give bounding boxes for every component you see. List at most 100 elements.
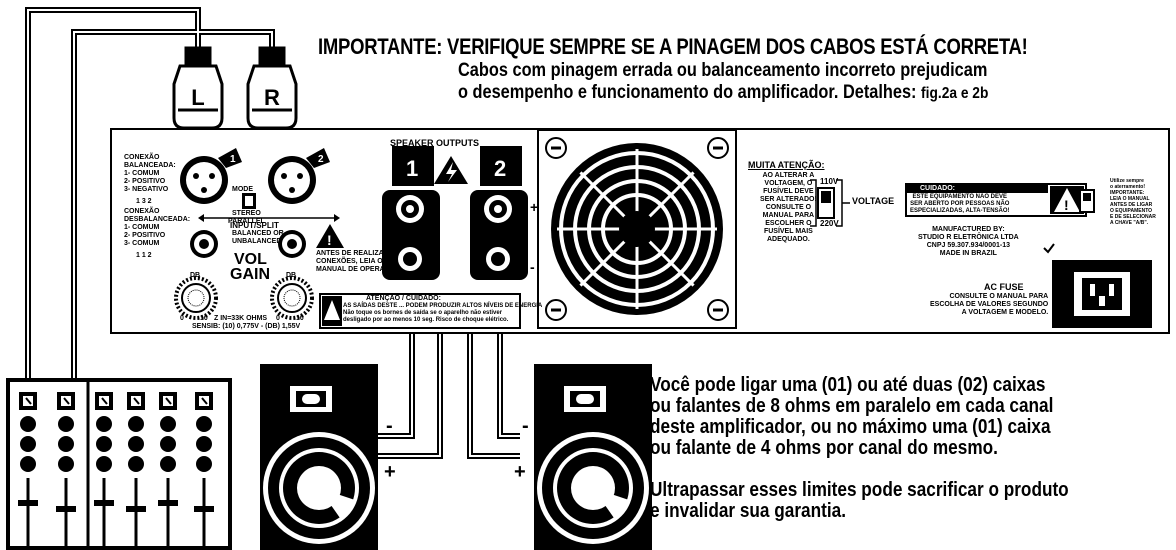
input-1-number: 1 (230, 154, 236, 165)
unbalanced-line: DESBALANCEADA: (124, 216, 191, 223)
voltage-110: 110V (820, 177, 839, 186)
speaker-left-plus: + (384, 461, 396, 483)
mode-label: MODE (232, 186, 253, 193)
unbalanced-line: 3- COMUM (124, 240, 160, 247)
body-line: deste amplificador, ou no máximo uma (01… (650, 416, 1051, 438)
unbalanced-line: CONEXÃO (124, 208, 160, 215)
input-split-label: INPUT/SPLIT (230, 221, 279, 230)
knob2-scale-min: 0 (276, 315, 280, 322)
mixer-channel (18, 392, 38, 546)
speaker-left-minus: - (386, 415, 393, 437)
body-line: Ultrapassar esses limites pode sacrifica… (650, 479, 1069, 501)
svg-text:!: ! (1064, 197, 1069, 213)
parallel-label: PARALLEL (228, 218, 265, 225)
cuidado-line: ESTE EQUIPAMENTO NÃO DEVE (912, 194, 1008, 200)
connector-label-left: L (191, 85, 204, 110)
speaker-output-2 (470, 146, 528, 280)
muita-line: SER ALTERADO! (760, 196, 817, 203)
ac-fuse-label: AC FUSE (984, 282, 1024, 292)
muita-atencao-title: MUITA ATENÇÃO: (748, 160, 825, 170)
balanced-or-label: BALANCED OR (232, 230, 284, 237)
unbalanced-line: 2- POSITIVO (124, 232, 166, 239)
balanced-line: 2- POSITIVO (124, 178, 166, 185)
sensitivity-label: SENSIB: (10) 0,775V - (DB) 1,55V (192, 323, 301, 330)
output-minus: - (530, 259, 535, 275)
impedance-label: Z IN=33K OHMS (214, 315, 268, 322)
speaker-output-1 (382, 146, 440, 280)
jack-input-1 (190, 230, 218, 258)
atencao-text: AS SAÍDAS DESTE ... PODEM PRODUZIR ALTOS… (343, 303, 542, 324)
voltage-label: VOLTAGE (852, 196, 895, 206)
vol-label: VOL (234, 251, 267, 268)
svg-text:!: ! (327, 232, 332, 248)
figure-reference: fig.2a e 2b (921, 85, 989, 102)
side-note-line: E DE SELECIONAR (1110, 214, 1156, 220)
manufacturer-line: STUDIO R ELETRÔNICA LTDA (918, 234, 1019, 241)
xlr-plug-right (246, 46, 298, 130)
warn-line: CONEXÕES, LEIA O (316, 258, 383, 265)
muita-line: AO ALTERAR A (762, 172, 815, 179)
xlr-input-1 (180, 148, 242, 204)
balanced-pins: 1 3 2 (136, 198, 152, 205)
side-note-line: IMPORTANTE: (1110, 190, 1145, 196)
output-1-number: 1 (406, 156, 418, 181)
voltage-220: 220V (820, 219, 839, 228)
muita-line: FUSÍVEL MAIS (763, 228, 813, 235)
muita-line: VOLTAGEM, O (764, 180, 813, 187)
mixer-channel (94, 392, 114, 546)
side-note-line: A CHAVE "A/B". (1110, 220, 1149, 226)
cuidado-line: SER ABERTO POR PESSOAS NÃO (910, 201, 1010, 207)
balanced-line: 3- NEGATIVO (124, 186, 169, 193)
paragraph-warranty: Ultrapassar esses limites pode sacrifica… (650, 480, 1069, 522)
paragraph-ohms: Você pode ligar uma (01) ou até duas (02… (650, 375, 1069, 459)
unbalanced-pins: 1 1 2 (136, 252, 152, 259)
mixer-channel (126, 392, 146, 546)
warning-subtitle: Cabos com pinagem errada ou balanceament… (458, 60, 988, 105)
output-plus: + (530, 199, 538, 215)
output-2-number: 2 (494, 156, 506, 181)
ac-fuse-line: A VOLTAGEM E MODELO. (961, 309, 1049, 316)
manufacturer-line: MANUFACTURED BY: (932, 226, 1005, 233)
stereo-label: STEREO (232, 210, 261, 217)
atencao-title: ATENÇÃO / CUIDADO: (366, 295, 441, 302)
mixer-channel (158, 392, 178, 546)
panel-graphics: 1 2 ! 1 2 + - (174, 129, 1152, 329)
unbalanced-jack-label: UNBALANCED (232, 238, 282, 245)
side-note-line: O EQUIPAMENTO (1110, 208, 1153, 214)
jack-input-2 (278, 230, 306, 258)
side-note-line: o aterramento! (1110, 184, 1146, 190)
gain-knob-2 (270, 276, 314, 320)
body-line: ou falantes de 8 ohms em paralelo em cad… (650, 395, 1054, 417)
cooling-fan (537, 129, 737, 329)
side-note-line: Utilize sempre (1110, 178, 1144, 184)
speaker-right (534, 364, 652, 550)
warn-line: MANUAL DE OPERAÇÃO (316, 266, 401, 273)
muita-line: MANUAL PARA (762, 212, 815, 219)
speaker-instructions: Você pode ligar uma (01) ou até duas (02… (650, 375, 1069, 543)
ac-fuse-line: ESCOLHA DE VALORES SEGUNDO (930, 301, 1049, 308)
atencao-line: Não toque os bornes de saída se o aparel… (343, 310, 503, 316)
atencao-box (319, 293, 521, 329)
balanced-line: CONEXÃO (124, 154, 160, 161)
knob2-scale-max: 10 (296, 315, 304, 322)
mixer-channel (56, 392, 76, 546)
speaker-right-minus: - (522, 415, 529, 437)
balanced-line: BALANCEADA: (124, 162, 176, 169)
balanced-line: 1- COMUM (124, 170, 160, 177)
speaker-right-plus: + (514, 461, 526, 483)
ac-fuse-socket (1052, 260, 1152, 328)
db-label-1: DB (190, 272, 201, 279)
ac-fuse-line: CONSULTE O MANUAL PARA (949, 293, 1049, 300)
gain-knob-1 (174, 276, 218, 320)
manufacturer-info: MANUFACTURED BY:STUDIO R ELETRÔNICA LTDA… (918, 226, 1019, 258)
cuidado-title: CUIDADO: (920, 185, 955, 192)
speaker-left (260, 364, 378, 550)
knob1-scale-min: 0 (180, 315, 184, 322)
muita-line: CONSULTE O (765, 204, 812, 211)
